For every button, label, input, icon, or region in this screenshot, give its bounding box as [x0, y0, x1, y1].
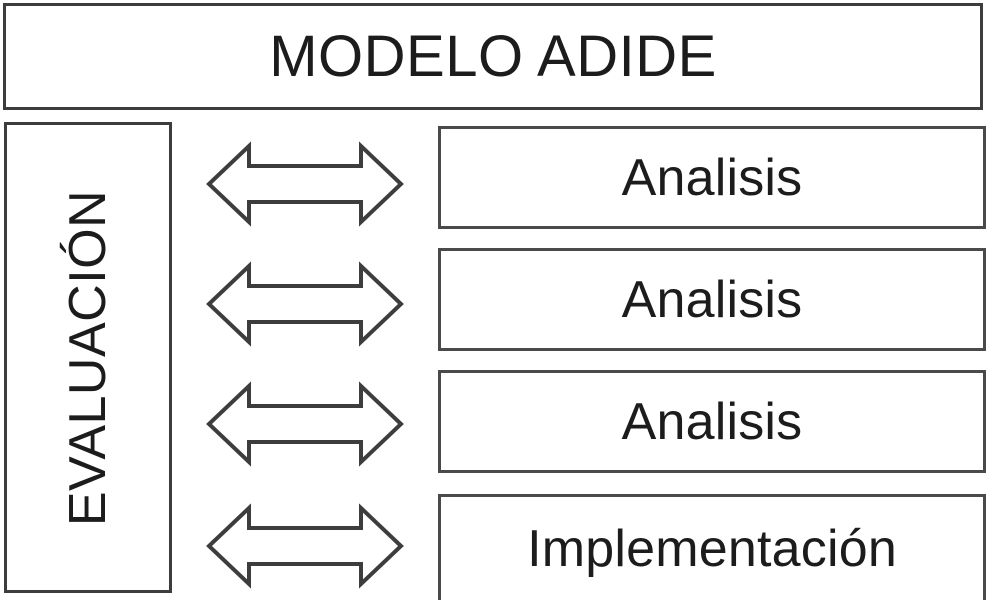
double-arrow-icon: [206, 503, 404, 589]
bidirectional-arrow-4: [205, 500, 405, 592]
diagram-title: MODELO ADIDE: [269, 23, 717, 89]
evaluacion-label: EVALUACIÓN: [59, 189, 118, 526]
stage-label-2: Analisis: [621, 270, 803, 329]
stage-box-3: Analisis: [438, 370, 986, 473]
stage-label-3: Analisis: [621, 392, 803, 451]
connector-column: [205, 122, 410, 600]
bidirectional-arrow-3: [205, 378, 405, 470]
stage-label-4: Implementación: [527, 520, 897, 578]
stage-box-4: Implementación: [438, 494, 986, 600]
diagram-title-box: MODELO ADIDE: [3, 3, 983, 110]
bidirectional-arrow-2: [205, 258, 405, 350]
evaluacion-box: EVALUACIÓN: [4, 122, 172, 593]
double-arrow-icon: [206, 141, 404, 227]
double-arrow-icon: [206, 381, 404, 467]
double-arrow-icon: [206, 261, 404, 347]
bidirectional-arrow-1: [205, 138, 405, 230]
stage-box-1: Analisis: [438, 126, 986, 229]
stage-label-1: Analisis: [621, 148, 803, 207]
stage-box-2: Analisis: [438, 248, 986, 351]
